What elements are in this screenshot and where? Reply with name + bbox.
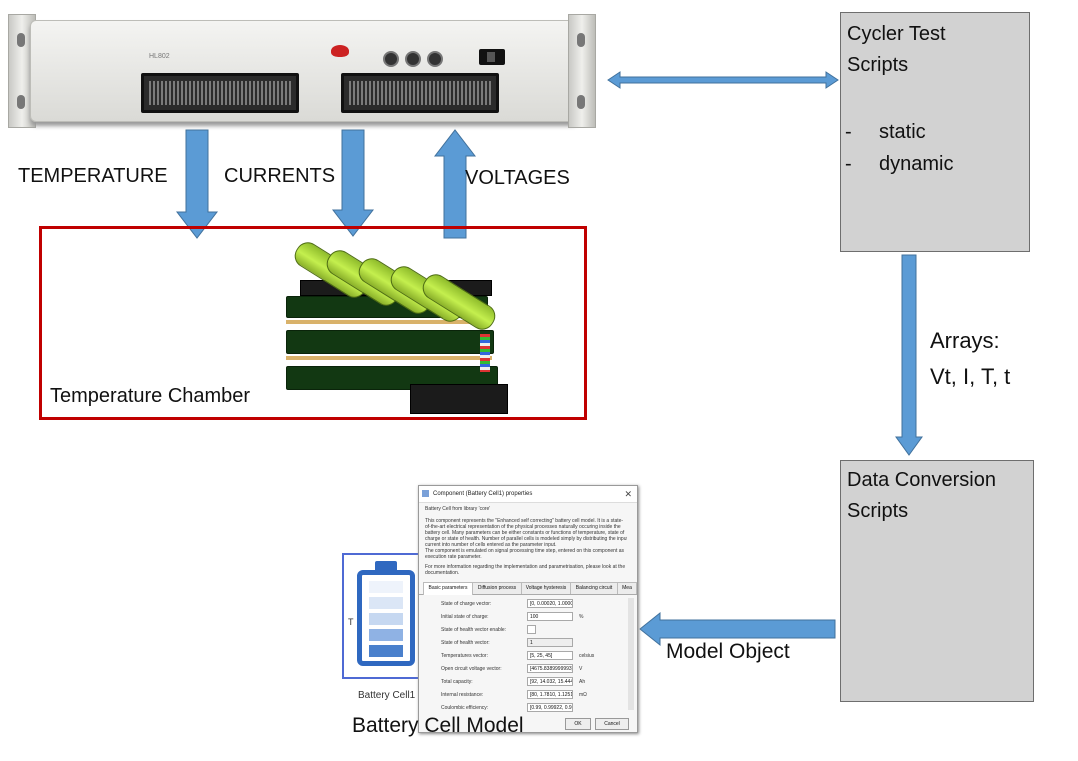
power-switch-icon (479, 49, 505, 65)
connector-port-left (141, 73, 299, 113)
arrays-label: Arrays: (930, 328, 1000, 353)
description-line: The component is emulated on signal proc… (425, 548, 625, 554)
row-label: Internal resistance: (441, 692, 484, 698)
cycler-front-panel: HL802 (30, 20, 578, 122)
tab-basic-parameters[interactable]: Basic parameters (423, 582, 473, 595)
temperature-chamber: Temperature Chamber (39, 226, 587, 420)
battery-cell-name: Battery Cell1 (358, 690, 416, 701)
bullet-static: static (879, 121, 926, 143)
temperature-label: TEMPERATURE (18, 165, 168, 187)
dialog-subtitle: Battery Cell from library 'core' (425, 506, 491, 512)
dialog-tabs: Basic parameters Diffusion process Volta… (419, 582, 637, 595)
row-label: Open circuit voltage vector: (441, 666, 502, 672)
cycler-link-arrow (607, 71, 839, 89)
soh-vector-input[interactable]: 1 (527, 638, 573, 647)
cycler-test-scripts-box: Cycler Test Scripts - static - dynamic (840, 12, 1030, 252)
description-line: charge or state of health. Number of par… (425, 536, 627, 542)
description-line: This component represents the "Enhanced … (425, 518, 624, 524)
conversion-box-title-line1: Data Conversion (847, 469, 996, 491)
conversion-box-title-line2: Scripts (847, 500, 909, 522)
cycler-box-title-line2: Scripts (847, 54, 909, 76)
tab-measurements[interactable]: Mea (617, 582, 637, 594)
dialog-title-bar: Component (Battery Cell1) properties ✕ (419, 486, 637, 503)
battery-outline-icon (357, 570, 415, 666)
data-conversion-scripts-box: Data Conversion Scripts (840, 460, 1034, 702)
temperatures-vector-input[interactable]: [5, 25, 45] (527, 651, 573, 660)
bullet-marker: - (845, 121, 852, 143)
device-model-text: HL802 (149, 53, 170, 60)
ocv-vector-input[interactable]: [4675.8389999993] (527, 664, 573, 673)
temperature-arrow (175, 129, 219, 239)
initial-soc-input[interactable]: 100 (527, 612, 573, 621)
description-line: of-the-art electrical representation of … (425, 524, 621, 530)
cell-holder (410, 384, 508, 414)
knob-icon (427, 51, 443, 67)
dialog-scrollbar[interactable] (628, 598, 634, 710)
bullet-marker: - (845, 153, 852, 175)
ribbon-cable-icon (480, 334, 490, 372)
soc-vector-input[interactable]: [0, 0.00020, 1.00000] (527, 599, 573, 608)
soh-enable-checkbox[interactable] (527, 625, 536, 634)
tab-diffusion-process[interactable]: Diffusion process (472, 582, 522, 594)
row-label: Total capacity: (441, 679, 473, 685)
dialog-app-icon (422, 490, 429, 497)
connector-port-right (341, 73, 499, 113)
dialog-title: Component (Battery Cell1) properties (433, 491, 533, 497)
row-label: Coulombic efficiency: (441, 705, 489, 711)
port-t-label: T (348, 617, 354, 627)
properties-dialog: Component (Battery Cell1) properties ✕ B… (418, 485, 638, 733)
cycler-device: HL802 (8, 12, 596, 130)
row-label: State of health vector enable: (441, 627, 507, 633)
coulombic-efficiency-input[interactable]: [0.99, 0.99922, 0.98965] (527, 703, 573, 712)
description-line: current into number of cells entered as … (425, 542, 557, 548)
battery-pack-image (280, 234, 512, 414)
description-line: documentation. (425, 570, 460, 576)
knob-icon (383, 51, 399, 67)
row-unit: % (579, 614, 584, 620)
cycler-box-title-line1: Cycler Test (847, 23, 946, 45)
model-object-label: Model Object (666, 640, 790, 663)
row-unit: Ah (579, 679, 586, 685)
row-unit: V (579, 666, 583, 672)
row-label: Temperatures vector: (441, 653, 488, 659)
description-line: battery cell. Many parameters can be eit… (425, 530, 625, 536)
arrays-values-label: Vt, I, T, t (930, 364, 1011, 389)
description-line: For more information regarding the imple… (425, 564, 626, 570)
internal-resistance-input[interactable]: [80, 1.7810, 1.1251] (527, 690, 573, 699)
row-label: State of charge vector: (441, 601, 492, 607)
currents-arrow (331, 129, 375, 237)
tab-balancing-circuit[interactable]: Balancing circuit (570, 582, 618, 594)
row-label: State of health vector: (441, 640, 490, 646)
arrays-arrow (895, 254, 923, 456)
model-object-arrow (639, 611, 836, 647)
currents-label: CURRENTS (224, 165, 336, 187)
knob-icon (405, 51, 421, 67)
row-label: Initial state of charge: (441, 614, 489, 620)
row-unit: mΩ (579, 692, 587, 698)
pcb-board (286, 330, 494, 354)
row-unit: celsius (579, 653, 595, 659)
battery-cell-model-label: Battery Cell Model (352, 714, 524, 737)
voltages-arrow (433, 129, 477, 239)
tab-voltage-hysteresis[interactable]: Voltage hysteresis (521, 582, 571, 594)
voltages-label: VOLTAGES (465, 167, 570, 189)
ok-button[interactable]: OK (565, 718, 591, 730)
brand-logo-icon (331, 45, 349, 57)
close-icon[interactable]: ✕ (624, 489, 632, 499)
battery-cell-block: P N T (342, 553, 439, 679)
description-line: execution rate parameter. (425, 554, 482, 560)
rack-ear-right (568, 14, 596, 128)
battery-cap (375, 561, 397, 571)
temperature-chamber-label: Temperature Chamber (50, 385, 251, 407)
cancel-button[interactable]: Cancel (595, 718, 629, 730)
bullet-dynamic: dynamic (879, 153, 954, 175)
total-capacity-input[interactable]: [92, 14.032, 15.444] (527, 677, 573, 686)
